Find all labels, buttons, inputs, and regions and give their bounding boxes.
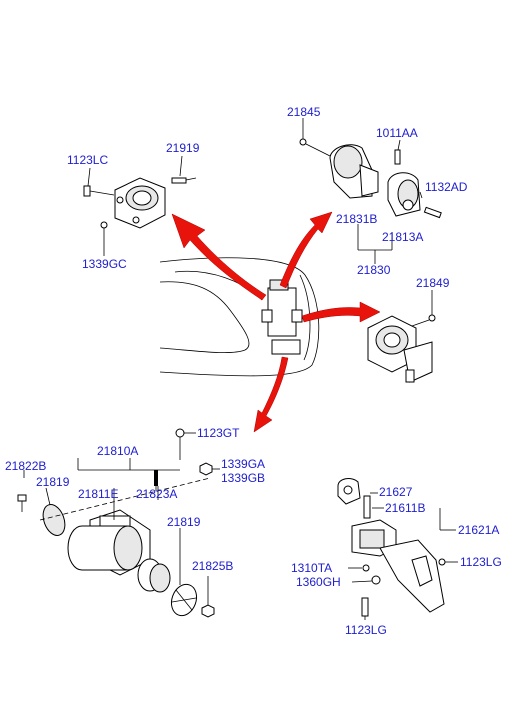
label-21919[interactable]: 21919 (166, 141, 200, 155)
label-1123GT[interactable]: 1123GT (197, 426, 240, 440)
label-1339GB[interactable]: 1339GB (221, 471, 265, 485)
label-1132AD[interactable]: 1132AD (425, 180, 468, 194)
label-21813A[interactable]: 21813A (382, 230, 423, 244)
right-mount-assembly (367, 290, 436, 383)
upper-right-mount-assembly (299, 118, 442, 264)
label-21819-right[interactable]: 21819 (167, 515, 201, 529)
label-1123LG-bottom[interactable]: 1123LG (345, 623, 387, 637)
front-mount-assembly (83, 155, 197, 256)
rear-mount-assembly (17, 428, 220, 618)
label-21627[interactable]: 21627 (379, 485, 413, 499)
label-21621A[interactable]: 21621A (458, 523, 499, 537)
label-1011AA[interactable]: 1011AA (376, 126, 418, 140)
label-21825B[interactable]: 21825B (192, 559, 233, 573)
label-21845[interactable]: 21845 (287, 105, 321, 119)
direction-arrows (171, 211, 381, 433)
label-21823A[interactable]: 21823A (136, 487, 177, 501)
label-1310TA[interactable]: 1310TA (291, 561, 332, 575)
label-1360GH[interactable]: 1360GH (296, 575, 341, 589)
label-1339GA[interactable]: 1339GA (221, 457, 265, 471)
label-1339GC[interactable]: 1339GC (82, 257, 127, 271)
label-21849[interactable]: 21849 (416, 276, 450, 290)
label-21819-left[interactable]: 21819 (36, 475, 70, 489)
label-21830[interactable]: 21830 (357, 263, 391, 277)
label-1123LG-right[interactable]: 1123LG (460, 555, 502, 569)
label-21831B[interactable]: 21831B (336, 212, 377, 226)
label-1123LC[interactable]: 1123LC (67, 153, 108, 167)
label-21611B[interactable]: 21611B (385, 501, 425, 515)
part-number-labels: 21845 1011AA 1132AD 21831B 21813A 21830 … (5, 105, 502, 637)
transmission-bracket-assembly (337, 478, 458, 620)
label-21810A[interactable]: 21810A (97, 444, 138, 458)
label-21811E[interactable]: 21811E (78, 487, 118, 501)
label-21822B[interactable]: 21822B (5, 459, 46, 473)
car-body-outline (159, 257, 320, 377)
